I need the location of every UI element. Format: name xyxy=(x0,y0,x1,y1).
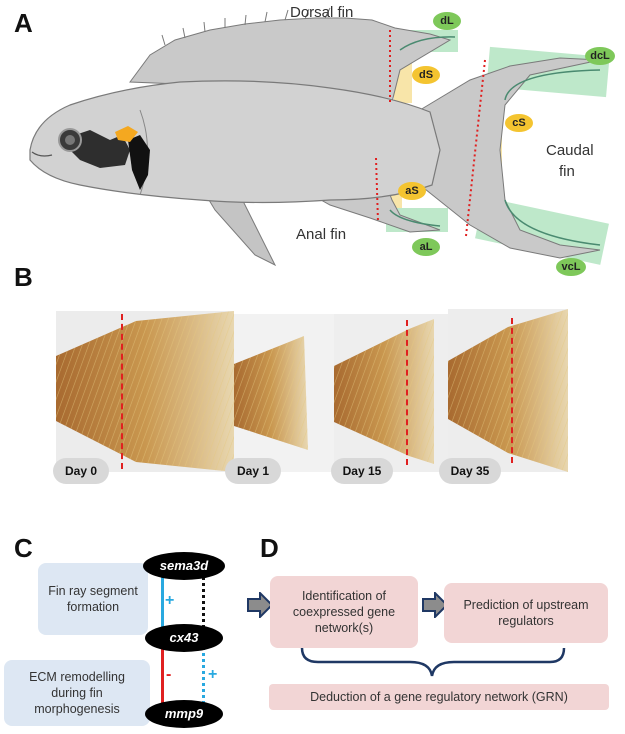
arrow-icon xyxy=(247,592,274,618)
grouping-bracket xyxy=(300,647,566,677)
identification-step-box: Identification of coexpressed gene netwo… xyxy=(270,576,418,648)
panel-letter-c: C xyxy=(14,533,33,563)
fin-photo-day15 xyxy=(334,314,448,472)
gene-sema3d: sema3d xyxy=(143,552,225,580)
grn-deduction-box: Deduction of a gene regulatory network (… xyxy=(269,684,609,710)
day-label-15: Day 15 xyxy=(331,458,393,484)
gene-mmp9: mmp9 xyxy=(145,700,223,728)
anal-amputation-line xyxy=(375,157,379,223)
head-marking-yellow xyxy=(115,126,138,142)
fin-amputation-line-day0 xyxy=(121,314,123,469)
panel-letter-a: A xyxy=(14,8,33,38)
day-label-35: Day 35 xyxy=(439,458,501,484)
region-dS-label: dS xyxy=(412,66,440,84)
fish-body xyxy=(29,80,441,204)
prediction-step-box: Prediction of upstream regulators xyxy=(444,583,608,643)
minus-sign: - xyxy=(166,666,172,683)
fin-photo-day35 xyxy=(448,309,568,472)
caudal-fin-label-line2: fin xyxy=(559,163,575,180)
region-aL-label: aL xyxy=(412,238,440,256)
panel-letter-b: B xyxy=(14,262,33,292)
day-label-0: Day 0 xyxy=(53,458,109,484)
plus-sign-lower: + xyxy=(208,666,218,683)
region-vcL-label: vcL xyxy=(556,258,586,276)
head-marking-black xyxy=(128,135,150,190)
region-cS-label: cS xyxy=(505,114,533,132)
plus-sign-upper: + xyxy=(165,592,175,609)
fish-illustration xyxy=(29,7,610,267)
fin-ray-segment-box: Fin ray segment formation xyxy=(38,563,148,635)
caudal-fin-label-line1: Caudal xyxy=(546,142,594,159)
inhibition-line-red xyxy=(161,640,164,716)
arrow-icon xyxy=(422,592,449,618)
regulation-line-black-dotted xyxy=(202,560,205,640)
fin-amputation-line-day15 xyxy=(406,320,408,465)
region-dcL-label: dcL xyxy=(585,47,615,65)
activation-line-blue xyxy=(161,560,164,640)
gene-cx43: cx43 xyxy=(145,624,223,652)
anal-fin-label: Anal fin xyxy=(296,226,347,243)
region-aS-label: aS xyxy=(398,182,426,200)
region-dL-label: dL xyxy=(433,12,461,30)
panel-letter-d: D xyxy=(260,533,279,563)
fin-photo-day1 xyxy=(234,314,334,472)
activation-line-blue-dotted xyxy=(202,640,205,716)
fin-amputation-line-day35 xyxy=(511,318,513,463)
fin-photo-day0 xyxy=(56,311,234,472)
ecm-remodelling-box: ECM remodelling during fin morphogenesis xyxy=(4,660,150,726)
dorsal-fin-label: Dorsal fin xyxy=(290,4,354,21)
day-label-1: Day 1 xyxy=(225,458,281,484)
